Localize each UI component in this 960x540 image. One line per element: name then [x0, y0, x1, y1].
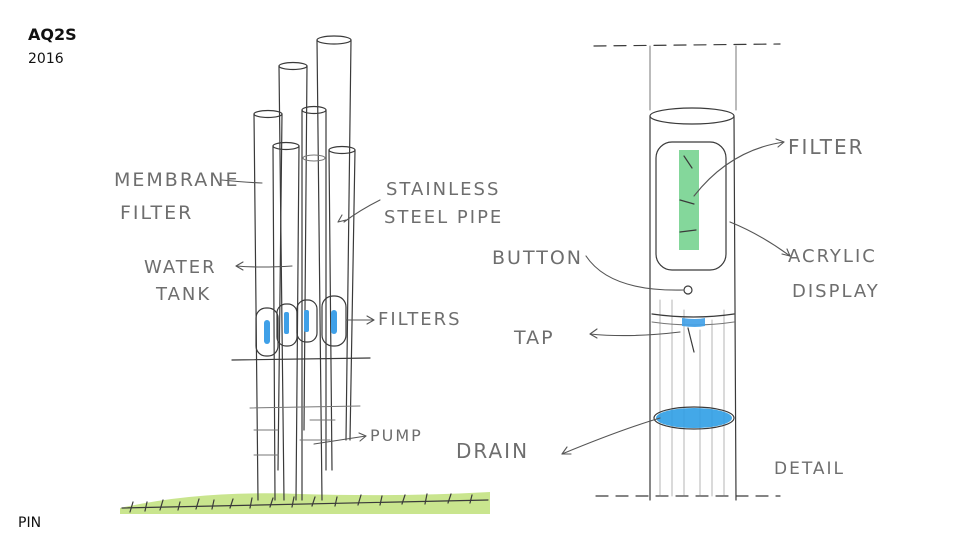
filter-water-indicator — [284, 312, 289, 334]
column-outline — [649, 115, 737, 501]
tap-water — [682, 318, 705, 327]
arrow-acrylic — [729, 221, 791, 257]
pipe-tall — [316, 39, 352, 501]
pipe-top-cap — [328, 145, 356, 155]
arrow-water-tank — [235, 265, 293, 268]
tap-band — [651, 313, 735, 318]
drain-basin — [656, 408, 732, 428]
grass-ground — [120, 492, 490, 514]
label-membrane-line2: FILTER — [120, 202, 193, 224]
arrow-membrane — [221, 179, 263, 184]
sketch-year: 2016 — [28, 51, 64, 67]
column-top-rim — [649, 107, 735, 125]
pipe-top-cap — [253, 109, 283, 119]
tap-spout — [687, 327, 695, 353]
label-stainless-line2: STEEL PIPE — [384, 207, 503, 228]
label-drain: DRAIN — [456, 439, 529, 463]
label-button: BUTTON — [492, 247, 583, 269]
label-pump: PUMP — [370, 426, 423, 445]
pipe-top-cap — [272, 141, 300, 151]
pipe-top-cap — [302, 154, 326, 162]
author-signature: PIN — [18, 515, 41, 531]
pipe-cluster-sketch — [120, 35, 490, 514]
filter-capsule — [296, 299, 318, 343]
label-acrylic-line1: ACRYLIC — [788, 246, 877, 267]
filter-water-indicator — [331, 310, 337, 334]
ground-line — [121, 499, 489, 509]
label-water-line1: WATER — [144, 257, 217, 278]
pipe — [328, 149, 356, 471]
filter-water-indicator — [304, 310, 309, 332]
label-membrane-line1: MEMBRANE — [114, 169, 239, 191]
green-filter-cartridge — [679, 150, 699, 250]
sketch-title: AQ2S — [28, 25, 77, 44]
pipe-detail-lines — [253, 419, 336, 456]
label-filters: FILTERS — [378, 309, 462, 330]
column-hatching — [659, 299, 725, 497]
pipe — [301, 109, 327, 501]
arrow-button — [585, 255, 685, 291]
label-tap: TAP — [513, 327, 555, 349]
filter-capsule — [321, 295, 347, 347]
label-detail: DETAIL — [774, 459, 845, 479]
detail-column-sketch — [561, 43, 791, 501]
filter-water-indicator — [264, 320, 270, 344]
top-dashed-line — [593, 43, 781, 47]
arrow-stainless — [343, 199, 381, 223]
column-upper — [649, 45, 737, 111]
filter-capsule — [255, 307, 279, 357]
label-water-line2: TANK — [155, 284, 211, 305]
pipe-band — [231, 357, 371, 361]
push-button — [683, 285, 693, 295]
acrylic-display-window — [655, 141, 727, 271]
arrow-pump — [313, 435, 367, 445]
pipe-band — [249, 405, 361, 409]
arrow-tap — [589, 331, 681, 337]
pipe — [278, 65, 308, 501]
label-filter: FILTER — [788, 135, 865, 159]
grass-blades — [129, 493, 473, 513]
label-acrylic-line2: DISPLAY — [792, 281, 880, 302]
pipe-top-cap — [278, 61, 308, 71]
arrow-filter — [693, 141, 785, 197]
pipe-top-cap — [301, 105, 327, 115]
pipe-top-cap — [316, 35, 352, 45]
arrow-drain — [561, 417, 661, 455]
label-stainless-line1: STAINLESS — [386, 179, 500, 200]
pipe — [253, 113, 283, 501]
